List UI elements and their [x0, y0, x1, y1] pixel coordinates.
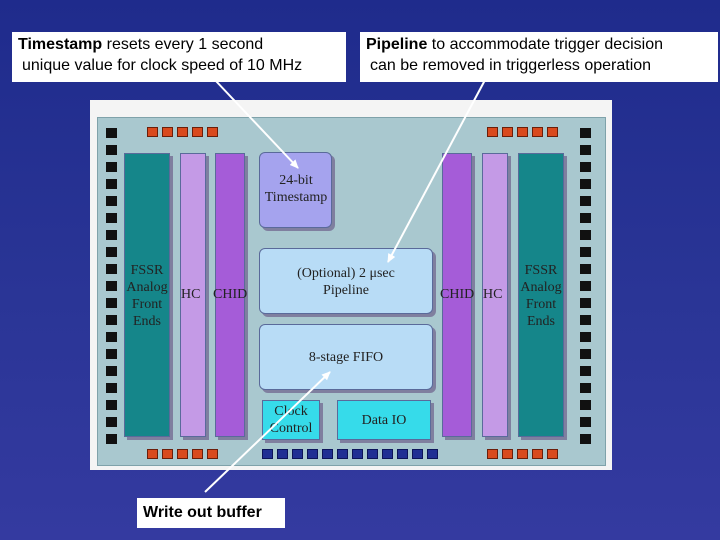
bond-pad — [580, 434, 591, 444]
bond-pad — [382, 449, 393, 459]
write-out-buffer-callout: Write out buffer — [137, 498, 285, 528]
bond-pad — [106, 230, 117, 240]
timestamp-callout-title: Timestamp — [18, 36, 103, 53]
bond-pad — [106, 162, 117, 172]
bond-pad — [502, 127, 513, 137]
bond-pad — [580, 383, 591, 393]
bond-pad — [262, 449, 273, 459]
bond-pad — [517, 127, 528, 137]
chid-right-label: CHID — [440, 287, 475, 302]
bond-pad — [106, 400, 117, 410]
pipeline-callout: Pipeline to accommodate trigger decision… — [360, 32, 718, 82]
data-io-label: Data IO — [361, 413, 407, 428]
bond-pad — [412, 449, 423, 459]
bond-pad — [352, 449, 363, 459]
bond-pad — [580, 366, 591, 376]
bond-pad — [580, 145, 591, 155]
bond-pad — [580, 213, 591, 223]
bond-pad — [487, 127, 498, 137]
bond-pad — [367, 449, 378, 459]
bond-pad — [427, 449, 438, 459]
bond-pad — [177, 449, 188, 459]
bond-pad — [106, 179, 117, 189]
pipeline-label: (Optional) 2 μsec Pipeline — [297, 266, 395, 298]
bond-pad — [106, 383, 117, 393]
bond-pad — [177, 127, 188, 137]
bond-pad — [580, 315, 591, 325]
bond-pad — [580, 162, 591, 172]
hc-right-block — [482, 153, 508, 437]
bond-pad — [207, 449, 218, 459]
bond-pad — [532, 449, 543, 459]
bond-pad — [106, 366, 117, 376]
timestamp-callout-line2: unique value for clock speed of 10 MHz — [22, 57, 303, 74]
bond-pad — [547, 127, 558, 137]
bond-pad — [547, 449, 558, 459]
timestamp-callout-text: resets every 1 second — [102, 36, 264, 53]
bond-pad — [192, 449, 203, 459]
bond-pad — [106, 196, 117, 206]
bond-pad — [207, 127, 218, 137]
bond-pad — [106, 298, 117, 308]
clock-control-label: Clock Control — [269, 404, 313, 436]
bond-pad — [580, 247, 591, 257]
bond-pad — [106, 264, 117, 274]
pipeline-callout-title: Pipeline — [366, 36, 428, 53]
bond-pad — [106, 145, 117, 155]
bond-pad — [162, 449, 173, 459]
bond-pad — [517, 449, 528, 459]
bond-pad — [322, 449, 333, 459]
bond-pad — [192, 127, 203, 137]
fssr-right-block — [518, 153, 564, 437]
pipeline-callout-text: to accommodate trigger decision — [427, 36, 664, 53]
bond-pad — [487, 449, 498, 459]
fssr-left-label: FSSR Analog Front Ends — [126, 263, 168, 329]
bond-pad — [106, 434, 117, 444]
bond-pad — [337, 449, 348, 459]
bond-pad — [580, 264, 591, 274]
bond-pad — [106, 417, 117, 427]
chid-left-label: CHID — [213, 287, 248, 302]
bond-pad — [580, 298, 591, 308]
timestamp-label: 24-bit Timestamp — [264, 173, 328, 205]
pipeline-callout-line2: can be removed in triggerless operation — [370, 57, 652, 74]
bond-pad — [162, 127, 173, 137]
bond-pad — [106, 332, 117, 342]
bond-pad — [106, 213, 117, 223]
bond-pad — [147, 449, 158, 459]
bond-pad — [580, 179, 591, 189]
bond-pad — [502, 449, 513, 459]
bond-pad — [106, 128, 117, 138]
bond-pad — [277, 449, 288, 459]
bond-pad — [106, 315, 117, 325]
bond-pad — [580, 400, 591, 410]
bond-pad — [580, 349, 591, 359]
bond-pad — [106, 281, 117, 291]
fssr-left-block — [124, 153, 170, 437]
bond-pad — [292, 449, 303, 459]
bond-pad — [106, 247, 117, 257]
bond-pad — [580, 128, 591, 138]
bond-pad — [147, 127, 158, 137]
bond-pad — [580, 281, 591, 291]
fifo-label: 8-stage FIFO — [308, 350, 384, 365]
bond-pad — [532, 127, 543, 137]
bond-pad — [106, 349, 117, 359]
hc-right-label: HC — [483, 287, 503, 302]
bond-pad — [580, 230, 591, 240]
bond-pad — [307, 449, 318, 459]
data-io-block — [337, 400, 431, 440]
timestamp-callout: Timestamp resets every 1 second unique v… — [12, 32, 346, 82]
hc-left-label: HC — [181, 287, 201, 302]
hc-left-block — [180, 153, 206, 437]
bond-pad — [580, 332, 591, 342]
fssr-right-label: FSSR Analog Front Ends — [520, 263, 562, 329]
bond-pad — [397, 449, 408, 459]
bond-pad — [580, 417, 591, 427]
bond-pad — [580, 196, 591, 206]
